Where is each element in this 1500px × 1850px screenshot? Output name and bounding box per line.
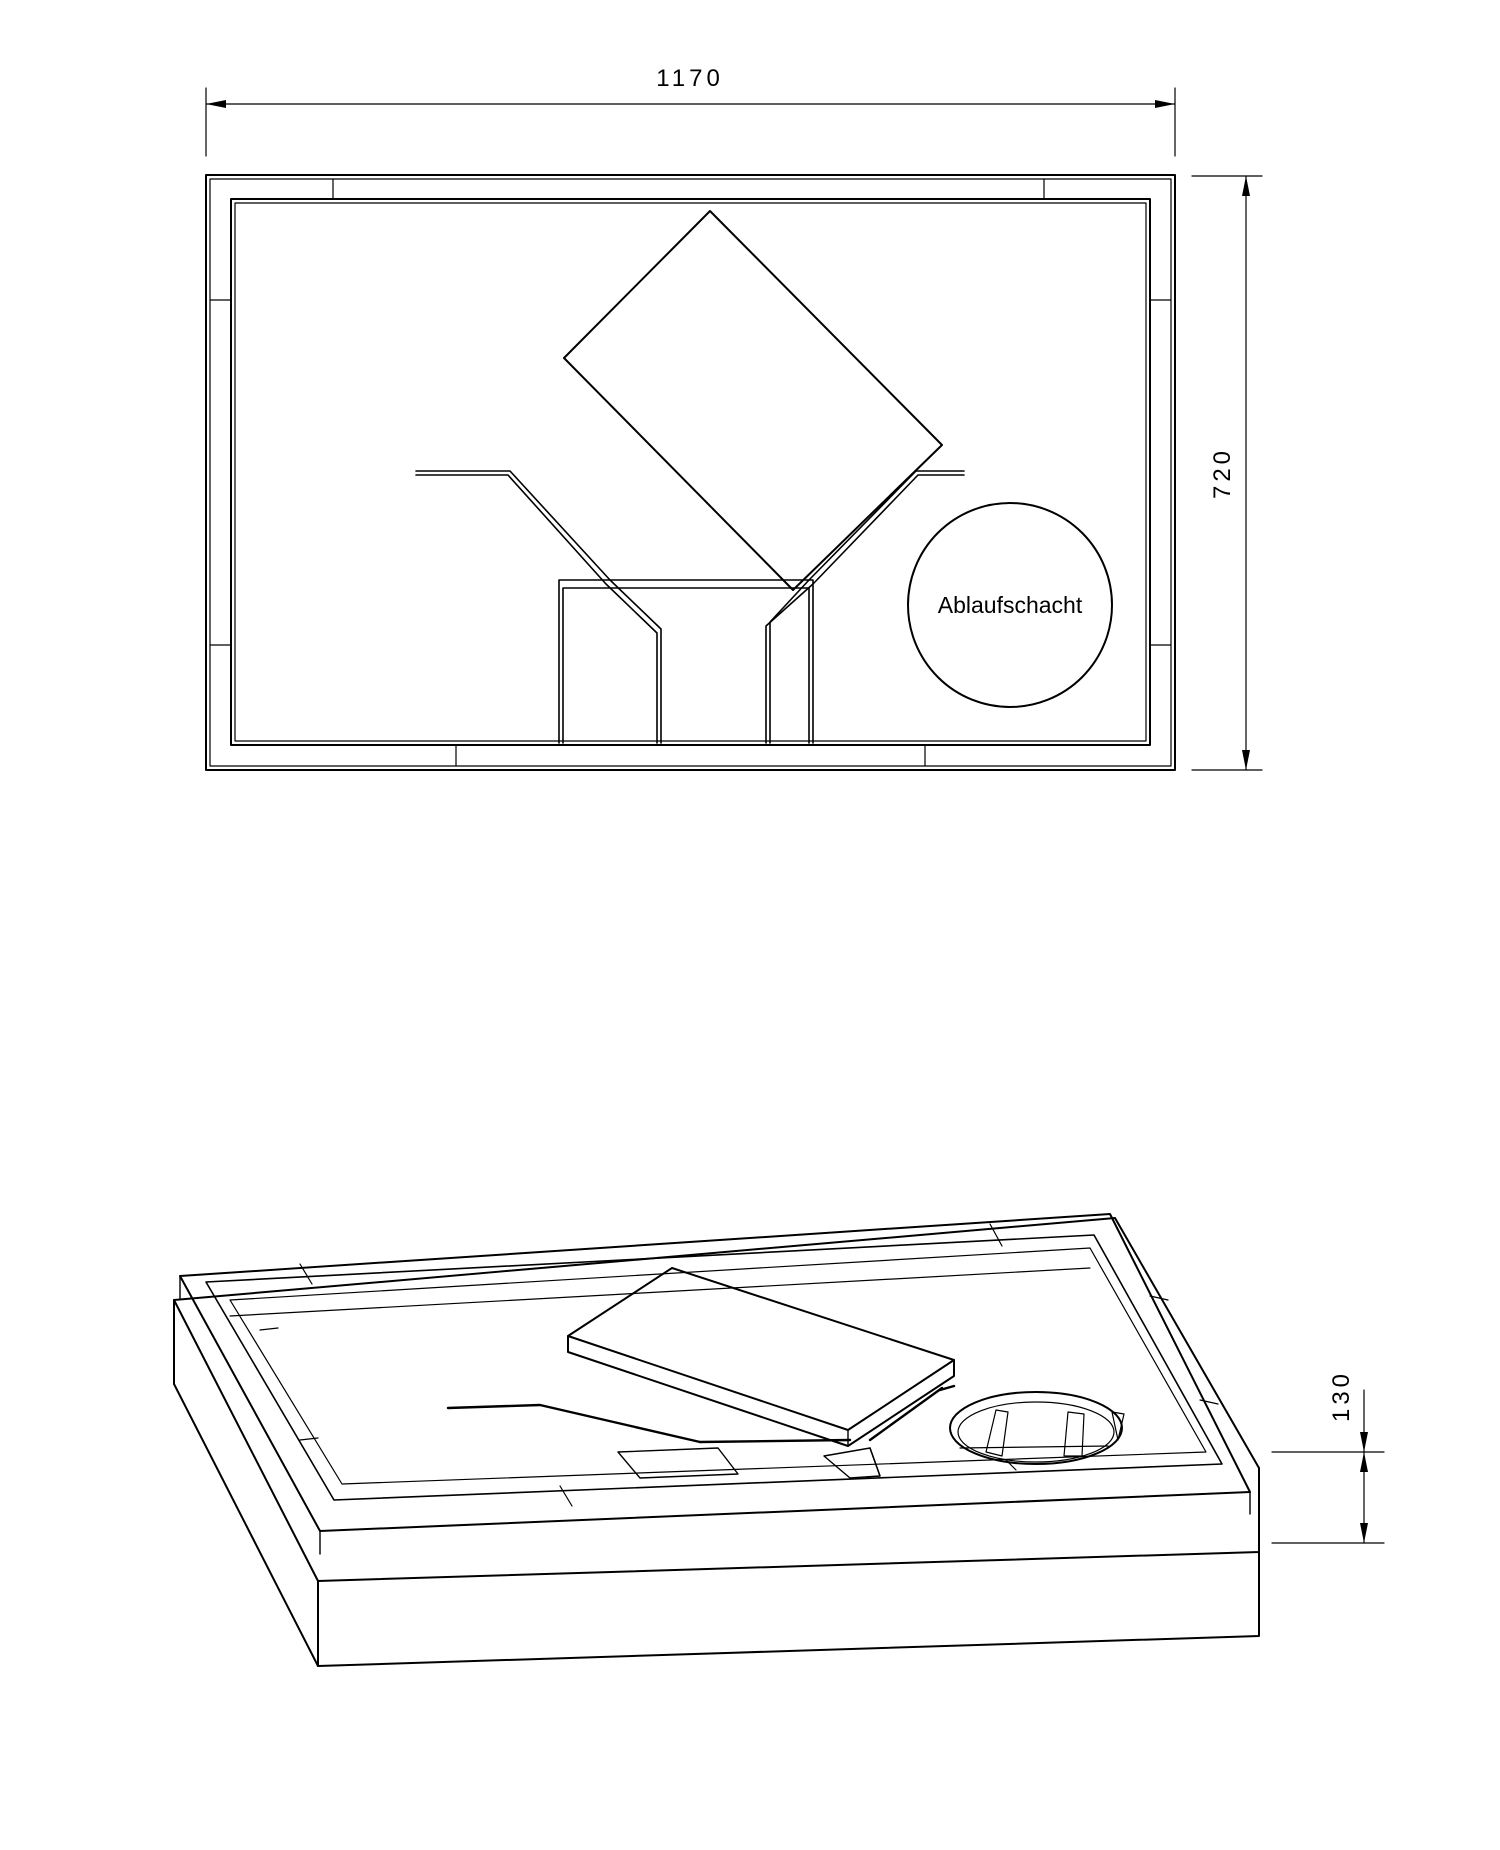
support-plate [563,210,943,591]
width-label: 1170 [656,65,724,92]
width-dimension: 1170 [205,65,1176,157]
drain-opening-iso [949,1391,1125,1471]
plan-view: 1170 720 [205,65,1263,771]
height-dimension-iso: 130 [1271,1370,1385,1544]
drain-shaft: Ablaufschacht [907,502,1113,708]
rib-feet-iso [617,1447,881,1479]
support-plate-iso [567,1267,955,1447]
iso-height-label: 130 [1328,1370,1355,1422]
support-ribs-iso [446,1384,956,1444]
support-ribs [415,470,965,744]
tray-frame [205,174,1176,771]
height-dimension: 720 [1191,175,1263,771]
height-label: 720 [1209,447,1236,499]
tray-base [173,1217,1260,1667]
drain-label: Ablaufschacht [938,592,1083,618]
tray-rim [179,1213,1251,1555]
isometric-view: 130 [173,1213,1385,1667]
